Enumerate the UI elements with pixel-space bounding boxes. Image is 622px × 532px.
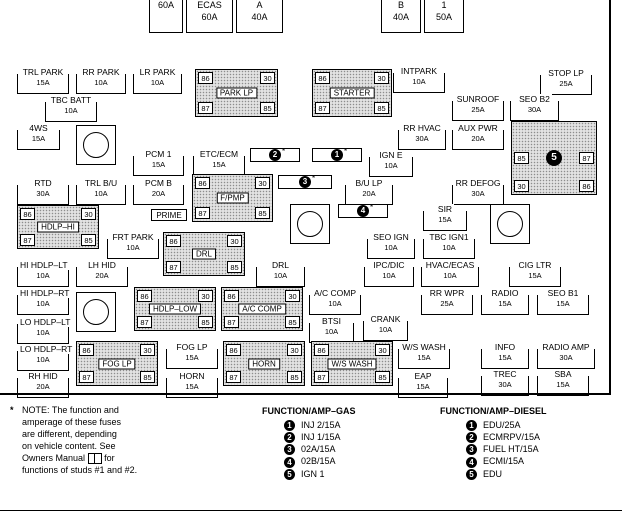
stud-2: 2* xyxy=(250,147,300,162)
relay-ac-comp: 86 30 87 85 A/C COMP xyxy=(221,287,303,331)
relay-hdlp-hi: 86 30 87 85 HDLP–HI xyxy=(17,205,99,249)
legend-gas-title: FUNCTION/AMP–GAS xyxy=(262,406,356,416)
bottom-rule xyxy=(0,510,622,511)
relay-starter: 86 30 87 85 STARTER xyxy=(312,69,392,117)
prime-label: PRIME xyxy=(151,209,187,221)
note-block: * NOTE: The function and amperage of the… xyxy=(10,405,138,476)
legend-diesel-title: FUNCTION/AMP–DIESEL xyxy=(440,406,547,416)
relay-5: 85 87 30 86 5 xyxy=(511,121,597,195)
relay-ws-wash: 86 30 87 85 W/S WASH xyxy=(311,341,393,386)
relay-drl: 86 30 87 85 DRL xyxy=(163,232,245,276)
maxi-fuse-top-1: 60A xyxy=(149,0,183,33)
owners-manual-book-icon xyxy=(87,453,102,465)
relay-fog-lp: 86 30 87 85 FOG LP xyxy=(76,341,158,386)
mounting-hole xyxy=(290,204,330,244)
relay-horn: 86 30 87 85 HORN xyxy=(223,341,305,386)
stud-3: 3* xyxy=(278,174,332,189)
fuse-block-outline xyxy=(0,0,611,395)
relay-park-lp: 86 30 87 85 PARK LP xyxy=(195,69,278,117)
stud-4: 4* xyxy=(338,203,388,218)
stud-1: 1* xyxy=(312,147,362,162)
note-asterisk: * xyxy=(10,405,14,415)
relay-hdlp-low: 86 30 87 85 HDLP–LOW xyxy=(134,287,216,331)
mounting-hole xyxy=(76,292,116,332)
relay-f-pmp: 86 30 87 85 F/PMP xyxy=(192,174,273,222)
mounting-hole xyxy=(76,125,116,165)
mounting-hole xyxy=(490,204,530,244)
